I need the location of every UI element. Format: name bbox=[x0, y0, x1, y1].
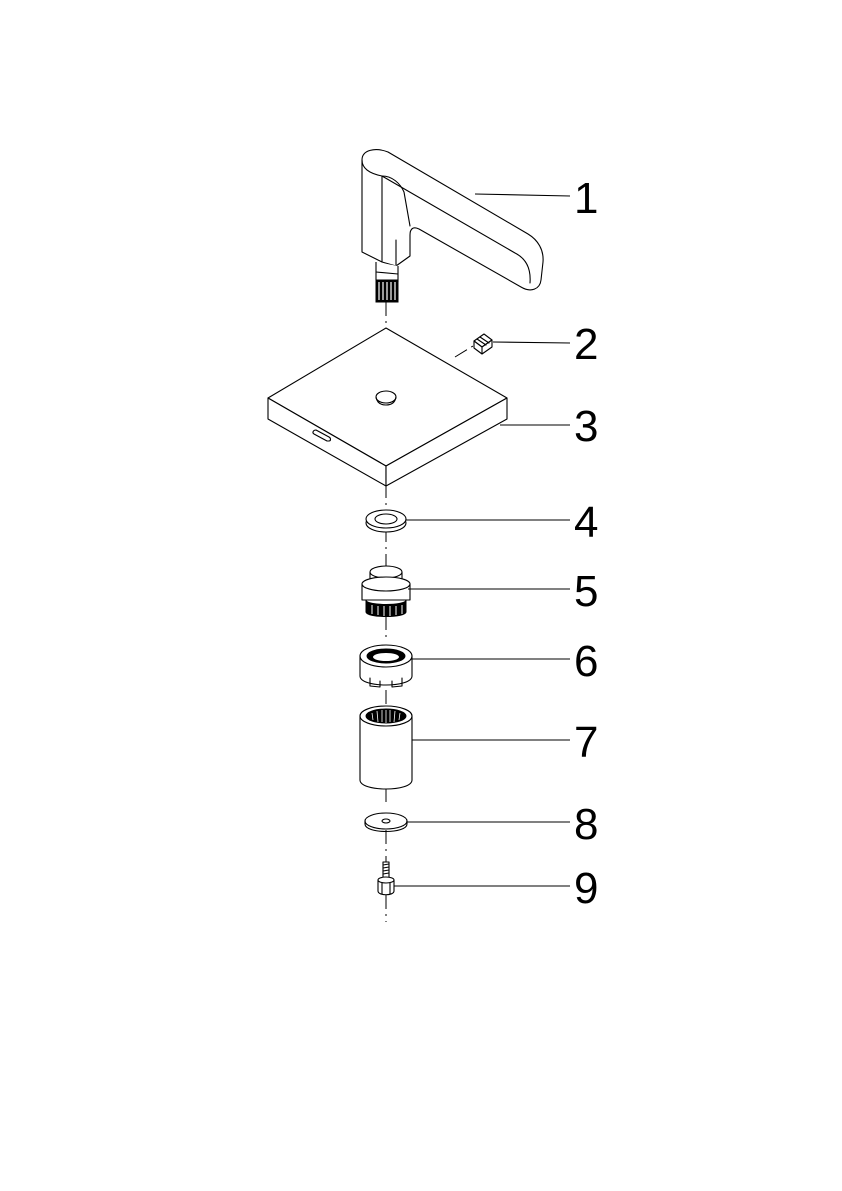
callout-1: 1 bbox=[574, 174, 598, 223]
leader-lines bbox=[394, 193, 571, 887]
callout-5: 5 bbox=[574, 567, 598, 616]
part-4-ring bbox=[365, 509, 407, 533]
callout-9: 9 bbox=[574, 864, 598, 913]
callout-numbers: 1 2 3 4 5 6 7 8 9 bbox=[574, 174, 598, 913]
callout-4: 4 bbox=[574, 498, 598, 547]
part-7-sleeve bbox=[359, 705, 413, 790]
part-2-grub-screw bbox=[473, 333, 493, 355]
part-6-union-nut bbox=[359, 644, 413, 688]
leader-1 bbox=[474, 193, 571, 197]
callout-6: 6 bbox=[574, 637, 598, 686]
part-9-screw bbox=[377, 861, 395, 896]
callout-2: 2 bbox=[574, 320, 598, 369]
callout-8: 8 bbox=[574, 800, 598, 849]
callout-7: 7 bbox=[574, 718, 598, 767]
part-8-washer bbox=[364, 812, 408, 833]
part-1-lever-handle bbox=[361, 149, 544, 303]
callout-3: 3 bbox=[574, 402, 598, 451]
leader-2 bbox=[492, 341, 571, 344]
part-3-square-escutcheon bbox=[267, 327, 508, 487]
part-5-adapter bbox=[361, 565, 411, 617]
